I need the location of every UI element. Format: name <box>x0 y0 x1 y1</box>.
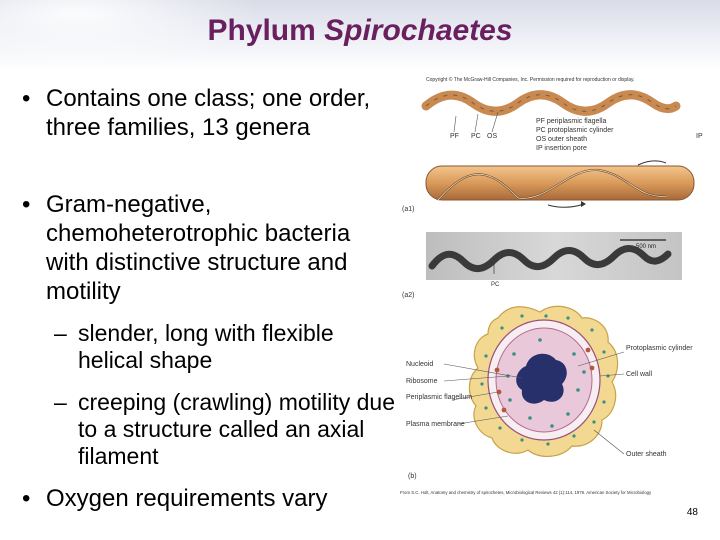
rotation-arrow <box>547 203 585 208</box>
nucleoid <box>516 353 567 404</box>
sub-bullet-helical-shape: slender, long with flexible helical shap… <box>54 320 398 374</box>
scale-bar-label: 500 nm <box>636 244 656 250</box>
outer-sheath-dots <box>480 314 610 446</box>
legend-os: OS outer sheath <box>536 136 587 143</box>
label-cell-wall: Cell wall <box>626 371 653 378</box>
label-pc: PC <box>471 133 481 140</box>
label-ip: IP <box>696 133 703 140</box>
a2-pc-label: PC <box>491 282 500 288</box>
slide-title: Phylum Spirochaetes <box>0 14 720 48</box>
spirochete-thin-flagellum <box>425 94 677 112</box>
legend-pc: PC protoplasmic cylinder <box>536 127 614 134</box>
citation-text: From S.C. Holt, Anatomy and chemistry of… <box>400 490 652 495</box>
title-italic: Spirochaetes <box>324 14 513 47</box>
label-os: OS <box>487 133 497 140</box>
bullet-gram-negative: Gram-negative, chemoheterotrophic bacter… <box>20 190 376 306</box>
legend-pf: PF periplasmic flagella <box>536 118 607 125</box>
bullet-classification: Contains one class; one order, three fam… <box>20 84 376 142</box>
copyright-text: Copyright © The McGraw-Hill Companies, I… <box>426 76 635 83</box>
panel-b-label: (b) <box>408 473 417 480</box>
panel-a2-label: (a2) <box>402 292 414 299</box>
header-background <box>0 0 720 70</box>
periplasmic-flagella <box>494 347 595 413</box>
legend-ip: IP insertion pore <box>536 145 587 152</box>
label-plasma-membrane: Plasma membrane <box>406 421 465 428</box>
figure-graphic: Copyright © The McGraw-Hill Companies, I… <box>400 76 703 495</box>
panel-a1-label: (a1) <box>402 206 414 213</box>
bullet-oxygen: Oxygen requirements vary <box>20 484 376 513</box>
sub-bullet-creeping-motility: creeping (crawling) motility due to a st… <box>54 389 398 470</box>
label-protoplasmic-cylinder: Protoplasmic cylinder <box>626 345 693 352</box>
label-outer-sheath: Outer sheath <box>626 451 667 458</box>
label-pf: PF <box>450 133 459 140</box>
title-prefix: Phylum <box>207 14 325 47</box>
ribosomes <box>506 338 586 428</box>
micrograph-spirochete <box>428 245 672 272</box>
label-nucleoid: Nucleoid <box>406 361 433 368</box>
slide-number: 48 <box>686 507 698 518</box>
label-ribosome: Ribosome <box>406 378 438 385</box>
label-periplasmic-flagellum: Periplasmic flagellum <box>406 394 472 401</box>
spirochete-figure: Copyright © The McGraw-Hill Companies, I… <box>398 70 716 530</box>
